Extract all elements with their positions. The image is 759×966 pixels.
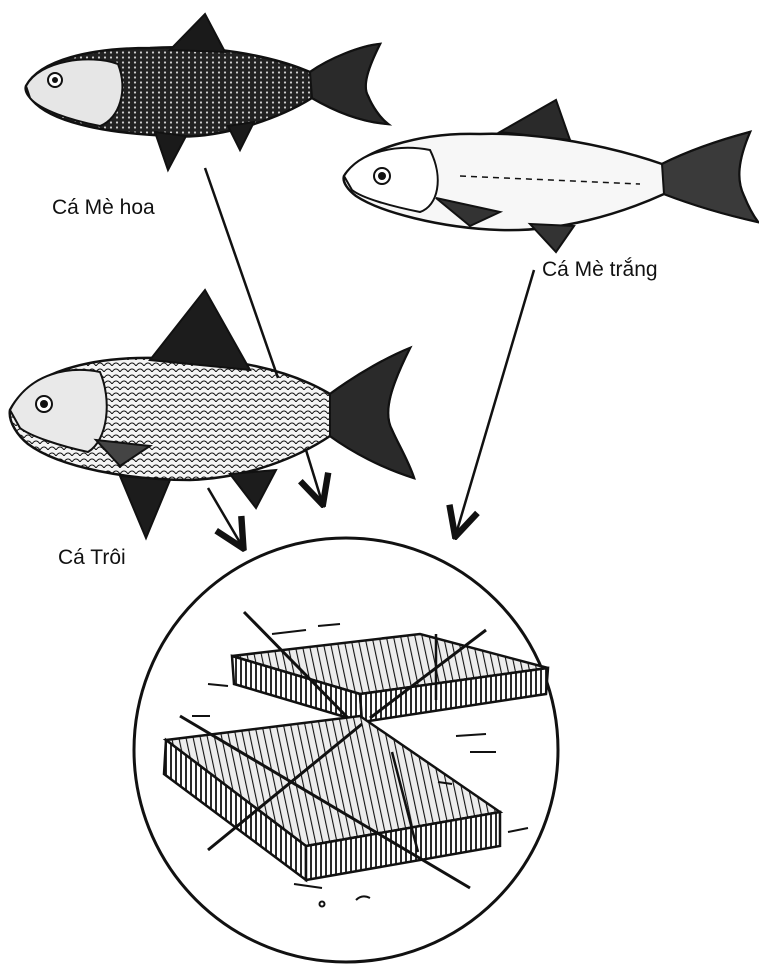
label-mud-carp: Cá Trôi <box>58 546 126 570</box>
silver-carp-fish-icon <box>344 100 758 252</box>
arrow-mud-to-cage-left <box>208 488 242 546</box>
label-silver-carp: Cá Mè trắng <box>542 258 658 282</box>
bighead-carp-fish-icon <box>26 14 388 170</box>
label-bighead-carp: Cá Mè hoa <box>52 196 155 220</box>
arrow-silver-to-cage <box>456 270 534 534</box>
mud-carp-fish-icon <box>10 290 414 538</box>
floating-fish-cages-icon <box>134 538 558 962</box>
arrow-mud-to-cage-right <box>306 450 322 502</box>
